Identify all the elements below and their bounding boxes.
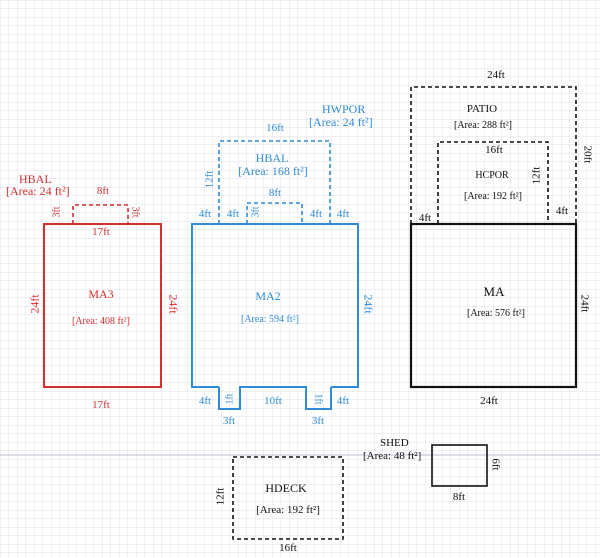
ma2-top-left-inner-dim: 4ft (226, 208, 240, 220)
ma3-left-dim: 24ft (27, 294, 42, 314)
shed-name: SHED (380, 437, 409, 449)
ma2-top-right-inner-dim: 4ft (309, 208, 323, 220)
ma2-bal-height: 3ft (250, 206, 262, 218)
ma2-hbal-width: 16ft (266, 122, 284, 134)
hdeck-shape[interactable] (232, 456, 344, 540)
ma-patio-name: PATIO (466, 103, 498, 115)
ma2-notch-right-height: 1ft (312, 393, 324, 405)
ma2-hbal-area: [Area: 168 ft²] (238, 164, 308, 178)
shed-width-dim: 8ft (452, 491, 466, 503)
ma2-shape[interactable] (191, 140, 359, 410)
hdeck-width-dim: 16ft (279, 542, 297, 554)
ma2-bal-width: 8ft (268, 187, 282, 199)
ma2-hwpor-name: HWPOR (322, 102, 366, 116)
ma2-right-dim: 24ft (361, 294, 376, 314)
ma-name: MA (483, 284, 505, 299)
ma2-hbal-name: HBAL (255, 151, 289, 165)
ma2-name: MA2 (255, 289, 281, 303)
shed-area: [Area: 48 ft²] (363, 450, 422, 462)
ma-area: [Area: 576 ft²] (467, 308, 525, 319)
ma-patio-top-dim: 24ft (487, 69, 505, 81)
ma3-hbal-width: 8ft (96, 185, 110, 197)
ma3-top-dim: 17ft (92, 226, 110, 238)
shed-shape[interactable] (431, 444, 488, 487)
ma3-right-dim: 24ft (166, 294, 181, 314)
ma3-name: MA3 (88, 287, 114, 301)
ma3-hbal-name: HBAL (19, 172, 52, 186)
ma-left-side-dim: 4ft (418, 212, 432, 224)
ma2-bottom-left-dim: 4ft (198, 395, 212, 407)
ma2-notch-right-width: 3ft (311, 415, 325, 427)
hdeck-area: [Area: 192 ft²] (256, 504, 320, 516)
ma-hcpor-top-dim: 16ft (485, 144, 503, 156)
ma-right-dim: 24ft (578, 294, 591, 313)
ma3-area: [Area: 408 ft²] (72, 316, 130, 327)
ma3-hbal-area: [Area: 24 ft²] (6, 184, 70, 198)
ma2-bottom-right-dim: 4ft (336, 395, 350, 407)
ma-hcpor-area: [Area: 192 ft²] (464, 191, 522, 202)
ma-bottom-dim: 24ft (480, 395, 498, 407)
ma-right-side-dim: 4ft (555, 205, 569, 217)
ma-hcpor-right-dim: 12ft (530, 166, 543, 185)
ma3-hbal-left-height: 3ft (51, 206, 63, 218)
ma2-bottom-mid-dim: 10ft (264, 395, 282, 407)
ma2-area: [Area: 594 ft²] (241, 314, 299, 325)
ma2-top-left-dim: 4ft (198, 208, 212, 220)
hdeck-name: HDECK (265, 481, 307, 495)
ma-shape[interactable] (409, 86, 578, 389)
ma-patio-right-dim: 20ft (581, 145, 594, 164)
ma2-hwpor-area: [Area: 24 ft²] (309, 115, 373, 129)
ma2-notch-left-width: 3ft (222, 415, 236, 427)
ma-hcpor-name: HCPOR (475, 170, 509, 181)
ma3-bottom-dim: 17ft (92, 399, 110, 411)
hdeck-height-dim: 12ft (214, 487, 227, 506)
ma2-hbal-height: 12ft (203, 170, 216, 189)
ma2-top-right-dim: 4ft (336, 208, 350, 220)
ma2-notch-left-height: 1ft (224, 393, 236, 405)
ma3-shape[interactable] (43, 204, 162, 388)
shed-height-dim: 6ft (489, 458, 502, 471)
ma-patio-area: [Area: 288 ft²] (454, 120, 512, 131)
ma3-hbal-right-height: 3ft (129, 206, 141, 218)
